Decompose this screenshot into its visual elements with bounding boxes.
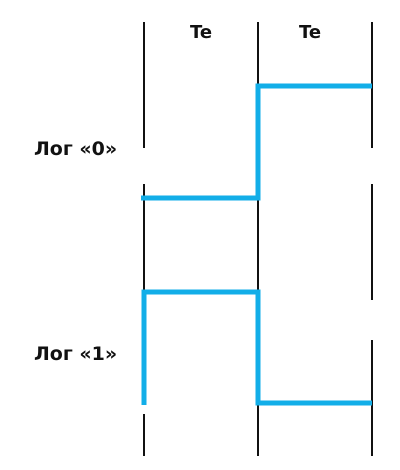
period-label-first: Te xyxy=(190,22,212,43)
period-label-second: Te xyxy=(299,22,321,43)
logic-one-waveform xyxy=(141,289,372,406)
level-label-zero: Лог «0» xyxy=(34,138,117,160)
logic-zero-waveform xyxy=(141,83,372,201)
level-label-one: Лог «1» xyxy=(34,343,117,365)
